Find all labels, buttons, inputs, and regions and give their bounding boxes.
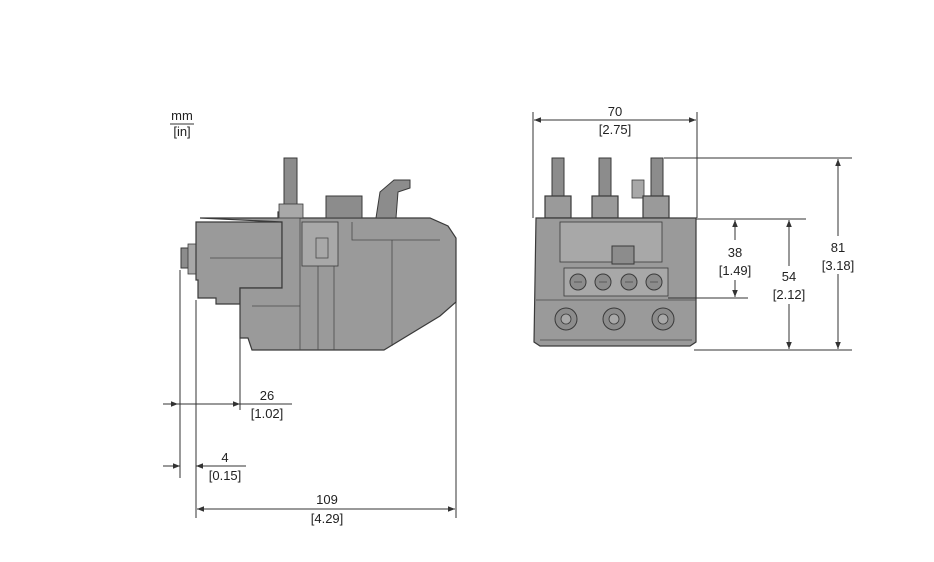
front-view-dimensions: 70 [2.75] 38 [1.49] 54 [2.12] 81 [3.18] <box>532 104 855 351</box>
dim-38-in: [1.49] <box>719 263 752 278</box>
dim-4-in: [0.15] <box>209 468 242 483</box>
dim-81: 81 [3.18] <box>822 159 855 349</box>
dim-81-mm: 81 <box>831 240 845 255</box>
side-top-block <box>325 195 363 219</box>
dim-4-mm: 4 <box>221 450 228 465</box>
dim-81-in: [3.18] <box>822 258 855 273</box>
dim-109: 109 [4.29] <box>197 492 455 526</box>
side-hook <box>375 179 411 219</box>
dim-4: 4 [0.15] <box>163 450 246 483</box>
dim-26: 26 [1.02] <box>163 388 292 421</box>
front-view-device <box>533 157 697 347</box>
units-secondary: [in] <box>173 124 190 139</box>
dim-70-in: [2.75] <box>599 122 632 137</box>
front-small-terminal <box>631 179 645 199</box>
dim-26-mm: 26 <box>260 388 274 403</box>
dim-70: 70 [2.75] <box>534 104 696 137</box>
front-terminal-3 <box>650 157 664 199</box>
dim-109-mm: 109 <box>316 492 338 507</box>
side-view-dimensions: 26 [1.02] 4 [0.15] 109 [4.29] <box>163 270 457 526</box>
front-lower-terminals <box>554 307 675 331</box>
dim-26-in: [1.02] <box>251 406 284 421</box>
front-upper-panel <box>559 221 663 263</box>
dim-38: 38 [1.49] <box>719 220 752 297</box>
dim-54-in: [2.12] <box>773 287 806 302</box>
side-left-block <box>195 221 283 305</box>
front-screw-row <box>563 267 669 297</box>
front-terminal-2 <box>598 157 612 199</box>
side-view-device <box>180 157 457 351</box>
dim-54-mm: 54 <box>782 269 796 284</box>
dim-70-mm: 70 <box>608 104 622 119</box>
front-terminal-1 <box>551 157 565 199</box>
side-slot <box>301 221 339 267</box>
dim-109-in: [4.29] <box>311 511 344 526</box>
units-legend: mm [in] <box>170 108 194 139</box>
units-primary: mm <box>171 108 193 123</box>
dim-38-mm: 38 <box>728 245 742 260</box>
dim-54: 54 [2.12] <box>773 220 806 349</box>
